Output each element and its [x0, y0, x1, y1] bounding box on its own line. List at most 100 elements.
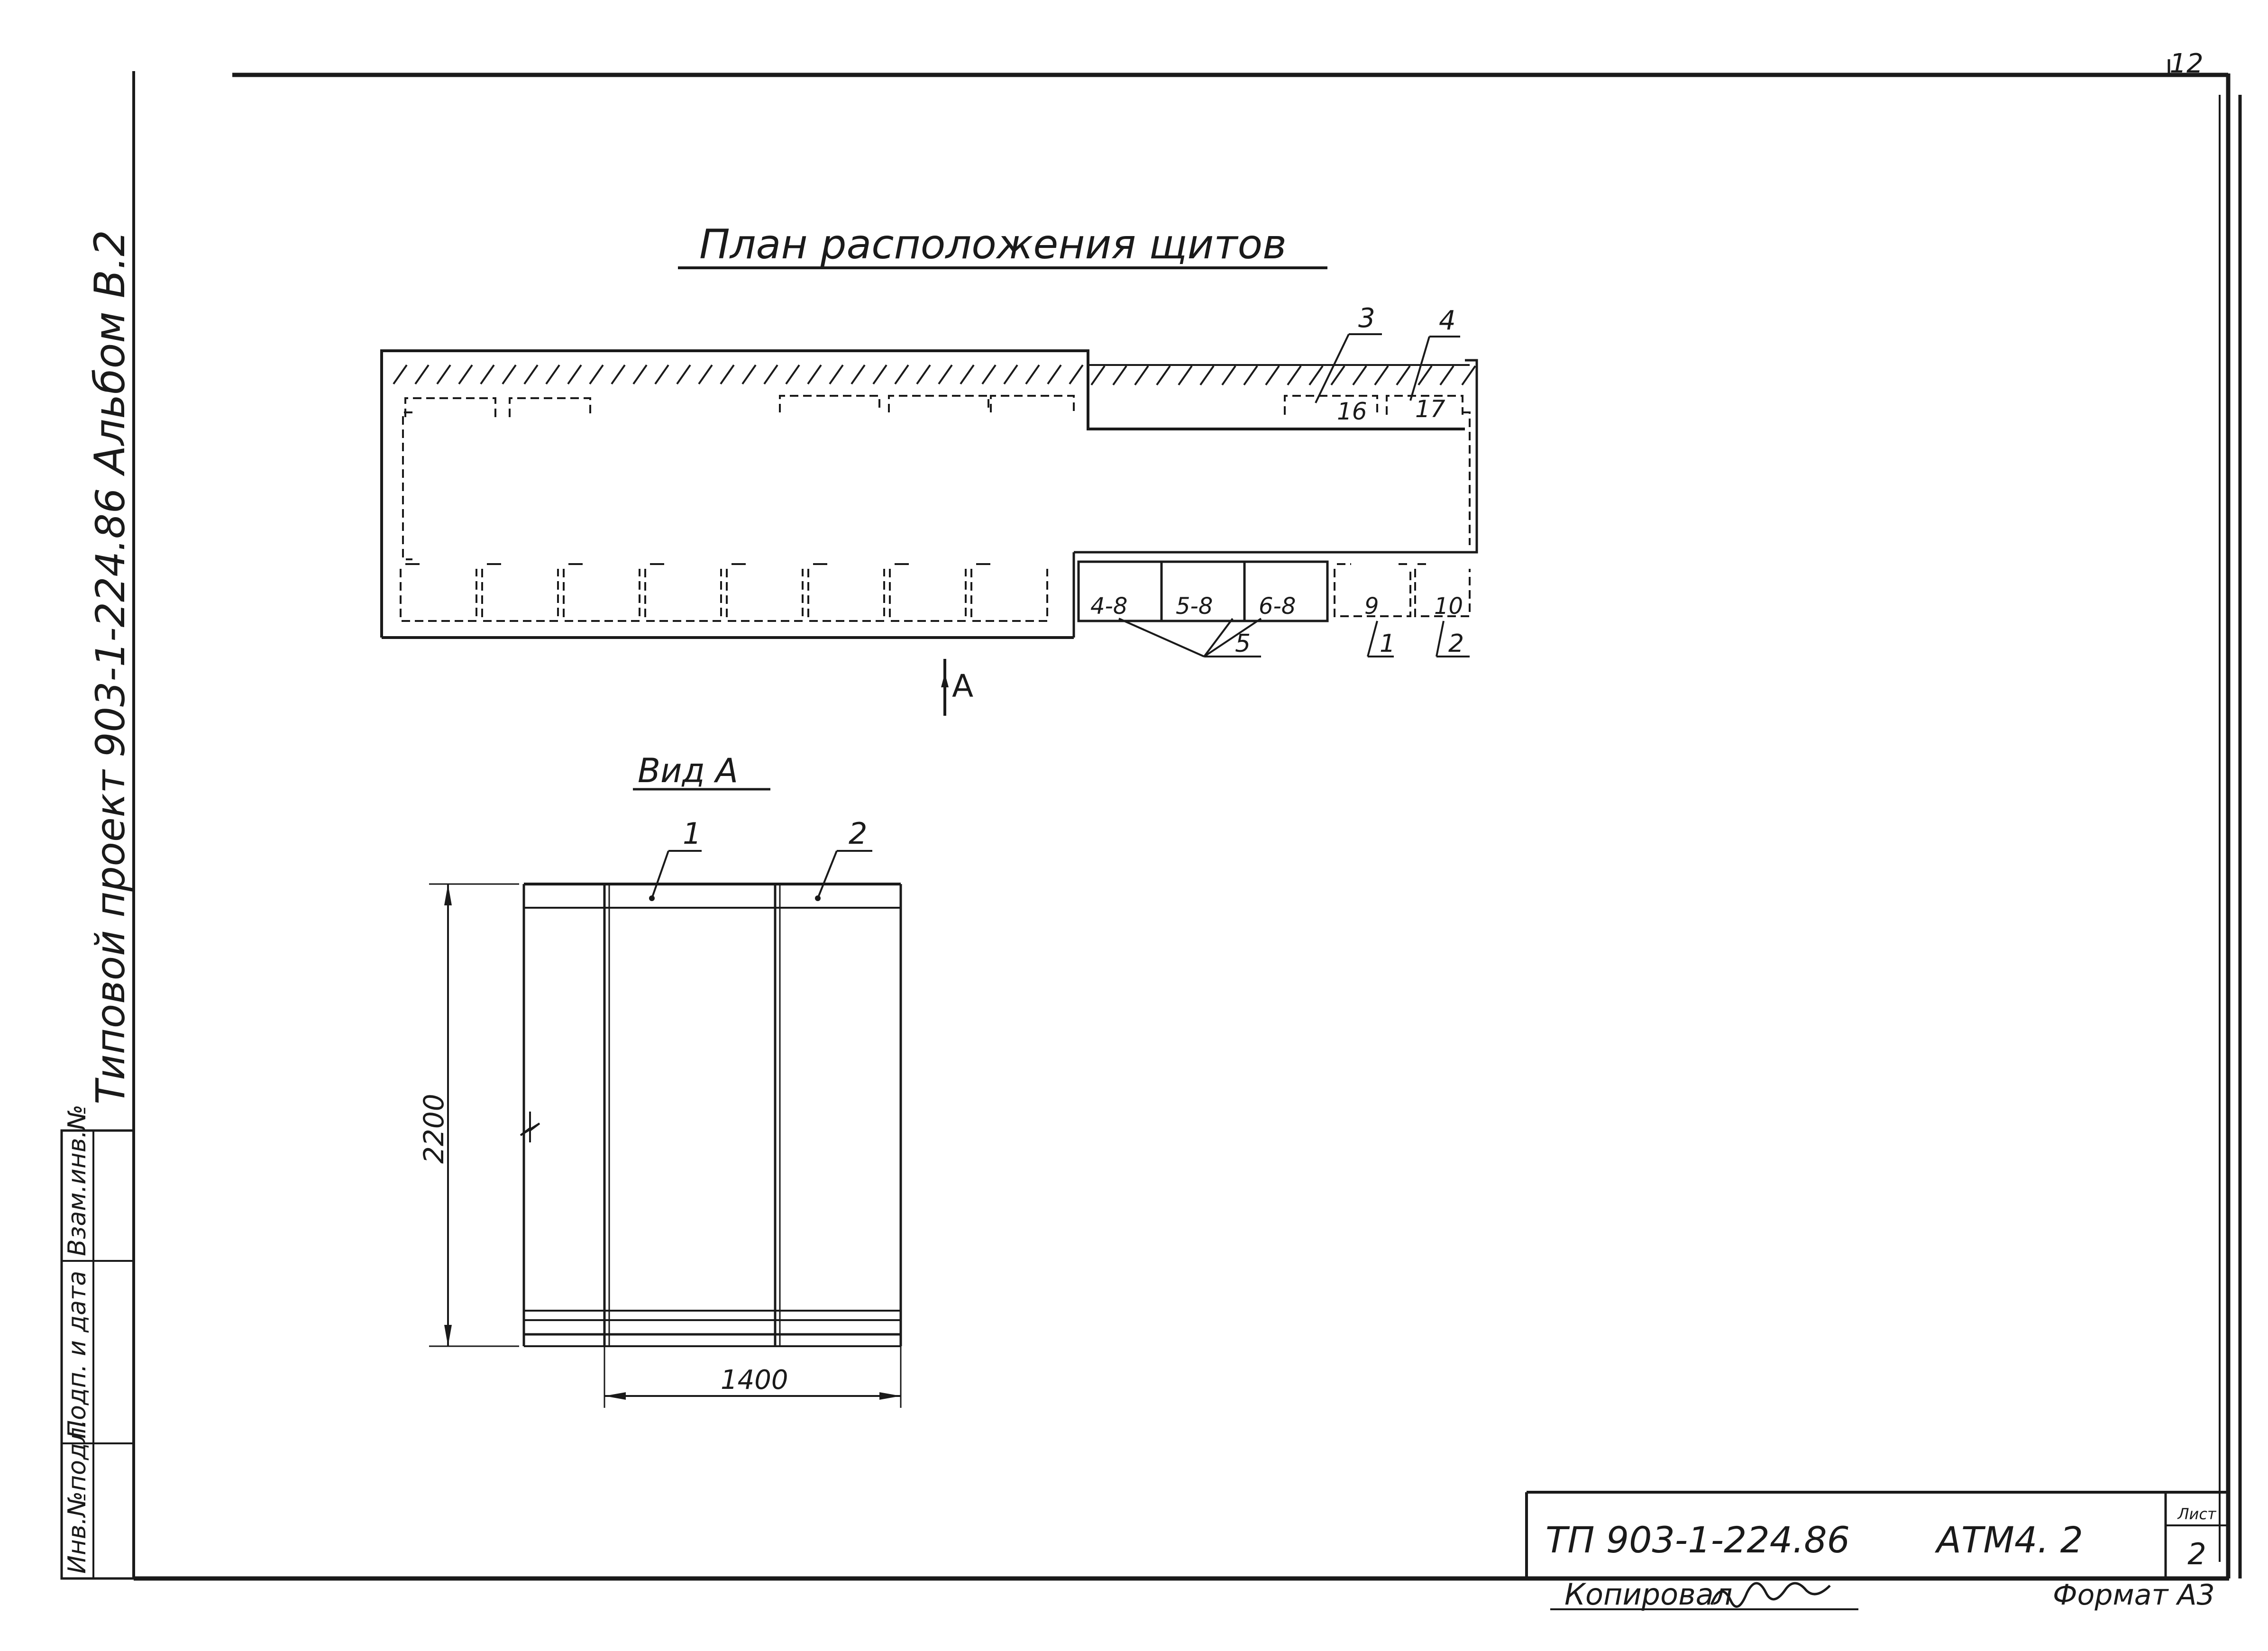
panel-label-16: 16 — [1337, 398, 1367, 425]
hatch-stroke — [654, 364, 669, 385]
view-a-marker — [941, 659, 949, 716]
hatch-stroke — [1265, 365, 1280, 386]
hatch-stroke — [1374, 365, 1389, 386]
format-label: Формат А3 — [2053, 1578, 2215, 1612]
hatch-stroke — [829, 364, 844, 385]
stamp-cell-inv: Инв.№подл. — [63, 1419, 91, 1574]
hatch-stroke — [1025, 364, 1040, 385]
plan-panels-top — [402, 395, 1471, 560]
hatch-stroke — [741, 364, 757, 385]
hatch-stroke — [523, 364, 539, 385]
hatch-stroke — [589, 364, 604, 385]
plan-panel-dashed — [563, 569, 640, 622]
hatch-stroke — [502, 364, 517, 385]
hatch-stroke — [807, 364, 822, 385]
hatch-stroke — [393, 364, 408, 385]
hatch-stroke — [1090, 365, 1106, 386]
title-block — [1525, 1491, 2228, 1578]
plan-callout-5: 5 — [1235, 629, 1251, 658]
sheet-number: 2 — [2187, 1537, 2206, 1571]
hatch-stroke — [894, 364, 909, 385]
panel-label-6-8: 6-8 — [1259, 593, 1296, 620]
panel-label-17: 17 — [1415, 395, 1445, 423]
hatch-stroke — [1112, 365, 1127, 386]
plan-leaders — [1118, 333, 1470, 657]
hatch-stroke — [960, 364, 975, 385]
view-a-title: Вид А — [638, 751, 738, 790]
dimension-width-value: 1400 — [721, 1365, 788, 1396]
view-a-leaders — [649, 850, 872, 901]
hatch-stroke — [850, 364, 866, 385]
wall-hatching — [393, 364, 1476, 386]
plan-room-outline — [380, 349, 1478, 639]
hatch-stroke — [916, 364, 931, 385]
hatch-stroke — [545, 364, 560, 385]
hatch-stroke — [938, 364, 953, 385]
hatch-stroke — [1243, 365, 1258, 386]
hatch-stroke — [632, 364, 648, 385]
hatch-stroke — [1047, 364, 1062, 385]
hatch-stroke — [1439, 365, 1454, 386]
hatch-stroke — [567, 364, 582, 385]
plan-panels-solid — [1077, 560, 1471, 622]
plan-panel-dashed — [726, 569, 804, 622]
hatch-stroke — [1069, 364, 1084, 385]
copied-by-label: Копировал — [1564, 1577, 1732, 1612]
plan-title: План расположения щитов — [699, 221, 1287, 268]
plan-panel-dashed — [481, 569, 559, 622]
hatch-stroke — [1352, 365, 1367, 386]
plan-callout-4: 4 — [1439, 305, 1456, 336]
hatch-stroke — [1134, 365, 1149, 386]
hatch-stroke — [414, 364, 430, 385]
project-label: Типовой проект 903-1-224.86 — [87, 488, 134, 1104]
stamp-cell-replace-inv: Взам.инв.№ — [63, 1104, 91, 1256]
dimension-width — [604, 1346, 902, 1408]
signature-mark — [1710, 1582, 1831, 1608]
hatch-stroke — [720, 364, 735, 385]
hatch-stroke — [611, 364, 626, 385]
dimension-height-value: 2200 — [418, 1094, 450, 1164]
hatch-stroke — [1287, 365, 1302, 386]
hatch-stroke — [981, 364, 997, 385]
hatch-stroke — [676, 364, 691, 385]
view-a-callout-2: 2 — [849, 816, 867, 851]
hatch-stroke — [1418, 365, 1433, 386]
view-a-elevation — [520, 883, 902, 1347]
sheet-frame — [132, 59, 2242, 1581]
hatch-stroke — [1199, 365, 1215, 386]
hatch-stroke — [698, 364, 713, 385]
plan-panel-dashed — [889, 569, 967, 622]
left-stamp — [60, 1129, 135, 1580]
panel-label-10: 10 — [1434, 593, 1463, 620]
hatch-stroke — [1003, 364, 1018, 385]
doc-mark: АТМ4. 2 — [1934, 1519, 2083, 1561]
hatch-stroke — [785, 364, 800, 385]
stamp-cell-sign-date: Подп. и дата — [63, 1271, 91, 1439]
plan-panel-dashed — [807, 569, 885, 622]
plan-callout-1: 1 — [1380, 629, 1395, 658]
top-sheet-number: 12 — [2169, 48, 2203, 79]
hatch-stroke — [872, 364, 887, 385]
hatch-stroke — [480, 364, 495, 385]
hatch-stroke — [458, 364, 473, 385]
plan-panel-dashed — [400, 569, 477, 622]
hatch-stroke — [1461, 365, 1476, 386]
view-a-callout-1: 1 — [683, 816, 701, 851]
panel-label-4-8: 4-8 — [1090, 593, 1127, 620]
plan-panel-dashed — [970, 569, 1048, 622]
dimension-height — [429, 883, 519, 1347]
hatch-stroke — [1178, 365, 1193, 386]
plan-callout-2: 2 — [1448, 629, 1464, 658]
sheet-label: Лист — [2177, 1505, 2216, 1523]
hatch-stroke — [436, 364, 451, 385]
hatch-stroke — [1308, 365, 1324, 386]
plan-callout-3: 3 — [1358, 303, 1375, 334]
hatch-stroke — [1330, 365, 1345, 386]
panel-label-5-8: 5-8 — [1176, 593, 1213, 620]
hatch-stroke — [1156, 365, 1171, 386]
hatch-stroke — [1396, 365, 1411, 386]
hatch-stroke — [1221, 365, 1236, 386]
hatch-stroke — [763, 364, 778, 385]
plan-panels-bottom — [400, 563, 1048, 622]
